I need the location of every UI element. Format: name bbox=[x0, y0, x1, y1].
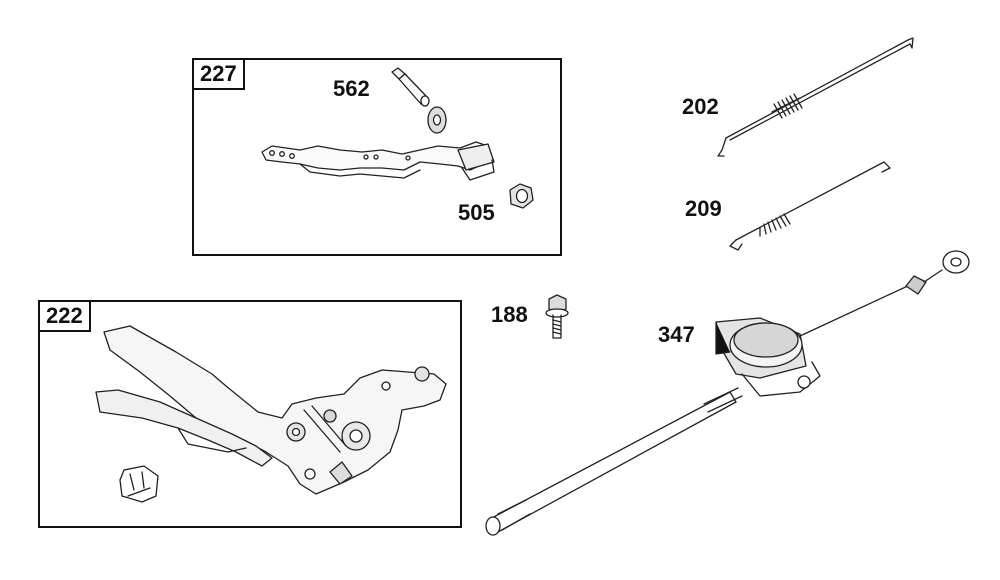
control-lever-227 bbox=[261, 141, 495, 181]
part-label-202: 202 bbox=[682, 94, 719, 119]
part-label-505: 505 bbox=[458, 200, 495, 225]
group-label-222: 222 bbox=[40, 302, 91, 332]
governor-spring-209 bbox=[729, 161, 891, 251]
hex-nut-505 bbox=[509, 183, 534, 209]
part-label-188: 188 bbox=[491, 302, 528, 327]
part-label-209: 209 bbox=[685, 196, 722, 221]
part-label-347: 347 bbox=[658, 322, 695, 347]
clevis-pin-562 bbox=[391, 67, 430, 107]
part-label-562: 562 bbox=[333, 76, 370, 101]
governor-link-202 bbox=[717, 37, 914, 157]
control-bracket-222 bbox=[95, 325, 447, 503]
flange-bolt-188 bbox=[545, 294, 569, 339]
dipstick-tube-347 bbox=[485, 250, 970, 536]
washer-562 bbox=[427, 106, 447, 134]
group-label-227: 227 bbox=[194, 60, 245, 90]
